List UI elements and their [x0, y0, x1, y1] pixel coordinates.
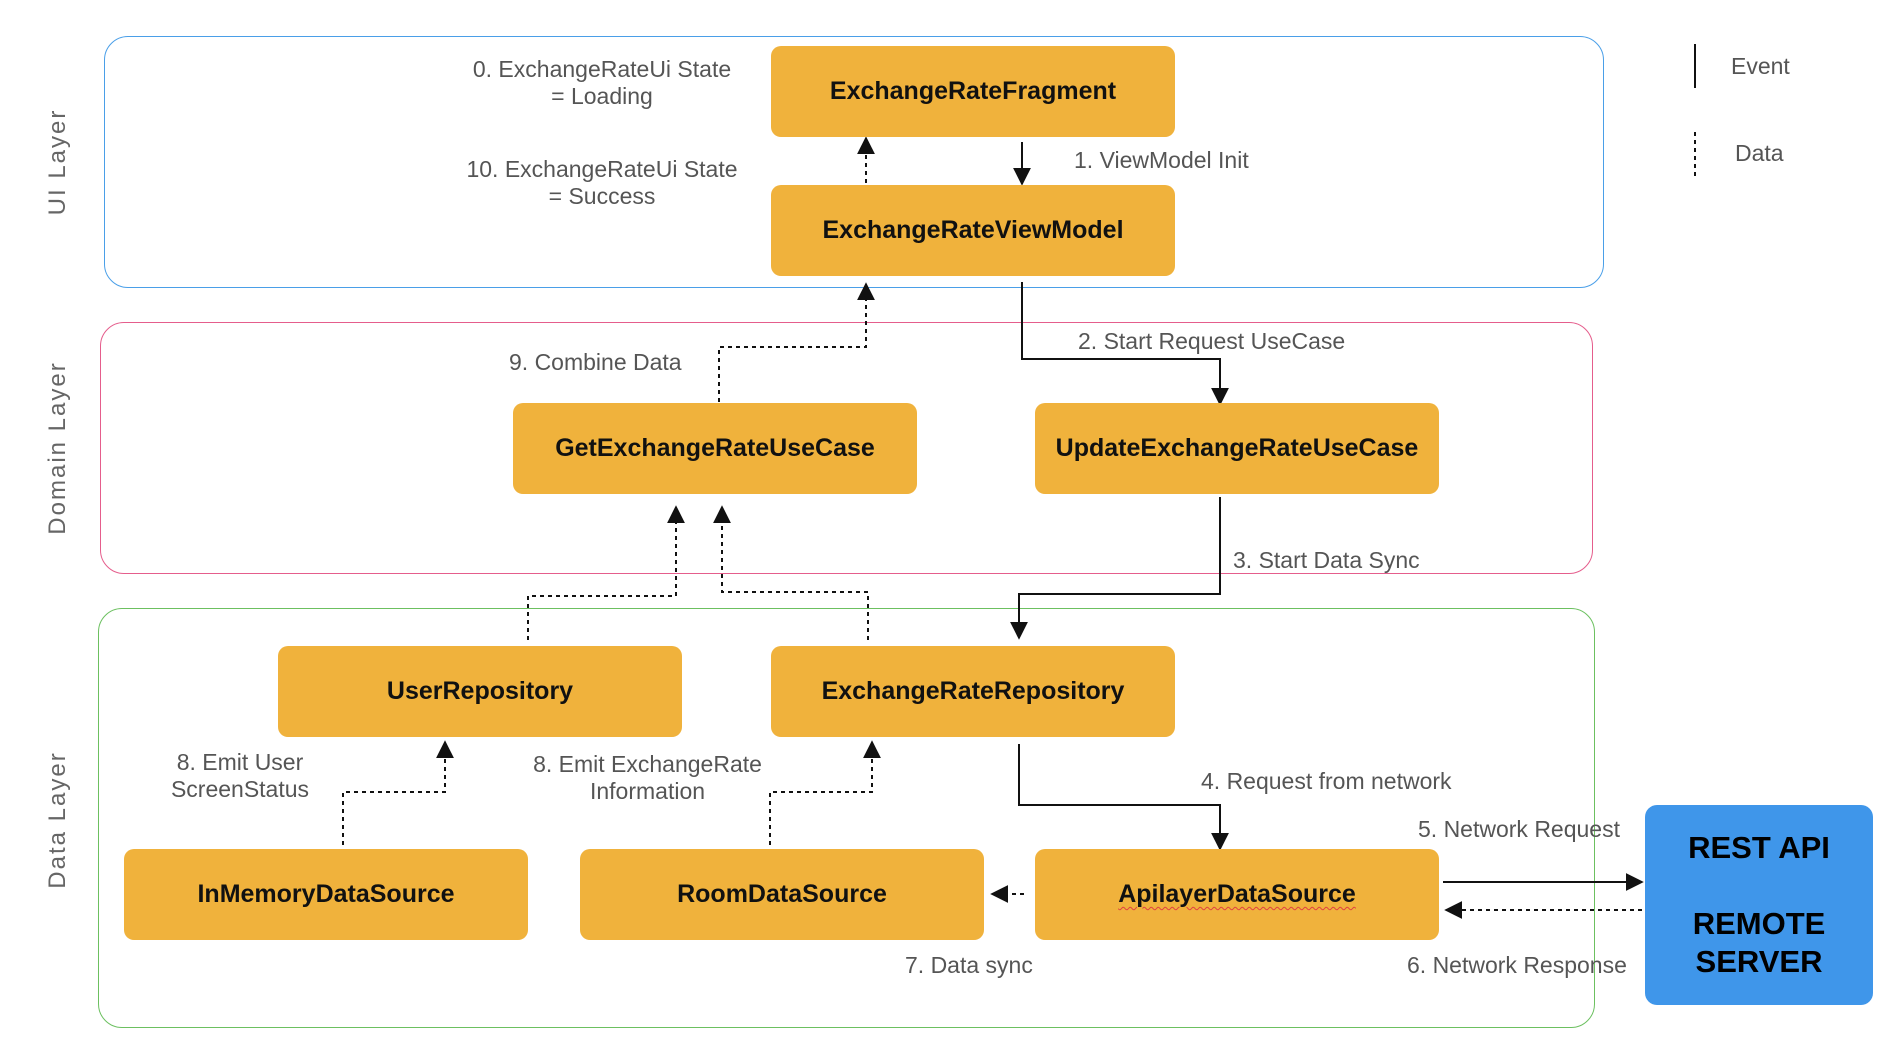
step-0-label: 0. ExchangeRateUi State = Loading — [452, 56, 752, 110]
step-10-line1: 10. ExchangeRateUi State — [466, 156, 738, 182]
remote-line1: REST API — [1688, 830, 1830, 865]
step-1-label: 1. ViewModel Init — [1074, 147, 1249, 173]
remote-line2: REMOTE — [1692, 906, 1826, 941]
step-8-rate-line2: Information — [589, 778, 706, 804]
step-4-label: 4. Request from network — [1201, 768, 1452, 794]
arrow-inmemory-to-user-repo — [342, 740, 454, 845]
room-datasource-box: RoomDataSource — [580, 849, 984, 940]
step-10-line2: = Success — [548, 183, 656, 209]
arrow-combine-data — [718, 282, 875, 402]
step-8-user-label: 8. Emit User ScreenStatus — [150, 749, 330, 803]
data-layer-container — [98, 608, 1595, 1028]
arrow-start-data-sync — [1010, 497, 1221, 640]
arrow-request-from-network — [1018, 744, 1229, 851]
in-memory-datasource-box: InMemoryDataSource — [124, 849, 528, 940]
arrow-rate-repo-to-usecase — [713, 505, 869, 640]
exchange-rate-fragment-box: ExchangeRateFragment — [771, 46, 1175, 137]
step-5-label: 5. Network Request — [1418, 816, 1620, 842]
step-2-label: 2. Start Request UseCase — [1078, 328, 1346, 354]
domain-layer-container — [100, 322, 1593, 574]
step-7-label: 7. Data sync — [905, 952, 1033, 978]
step-0-line2: = Loading — [551, 83, 653, 109]
step-0-line1: 0. ExchangeRateUi State — [472, 56, 732, 82]
step-8-user-line1: 8. Emit User — [176, 749, 304, 775]
arrow-user-repo-to-usecase — [527, 505, 685, 640]
legend-data-label: Data — [1735, 140, 1784, 166]
step-8-user-line2: ScreenStatus — [170, 776, 310, 802]
rest-api-remote-server-box: REST API REMOTE SERVER — [1645, 805, 1873, 1005]
exchange-rate-viewmodel-box: ExchangeRateViewModel — [771, 185, 1175, 276]
step-10-label: 10. ExchangeRateUi State = Success — [452, 156, 752, 210]
get-exchange-rate-usecase-box: GetExchangeRateUseCase — [513, 403, 917, 494]
ui-layer-container — [104, 36, 1604, 288]
legend-event-label: Event — [1731, 53, 1790, 79]
arrow-room-to-rate-repo — [769, 740, 881, 845]
step-8-rate-label: 8. Emit ExchangeRate Information — [520, 751, 775, 805]
update-exchange-rate-usecase-box: UpdateExchangeRateUseCase — [1035, 403, 1439, 494]
user-repository-box: UserRepository — [278, 646, 682, 737]
step-8-rate-line1: 8. Emit ExchangeRate — [533, 751, 762, 777]
exchange-rate-repository-box: ExchangeRateRepository — [771, 646, 1175, 737]
step-6-label: 6. Network Response — [1407, 952, 1627, 978]
arrow-start-request-usecase — [1021, 282, 1229, 406]
apilayer-datasource-box: ApilayerDataSource — [1035, 849, 1439, 940]
apilayer-datasource-label: ApilayerDataSource — [1118, 880, 1356, 908]
step-3-label: 3. Start Data Sync — [1233, 547, 1420, 573]
step-9-label: 9. Combine Data — [509, 349, 682, 375]
remote-line3: SERVER — [1695, 944, 1823, 979]
